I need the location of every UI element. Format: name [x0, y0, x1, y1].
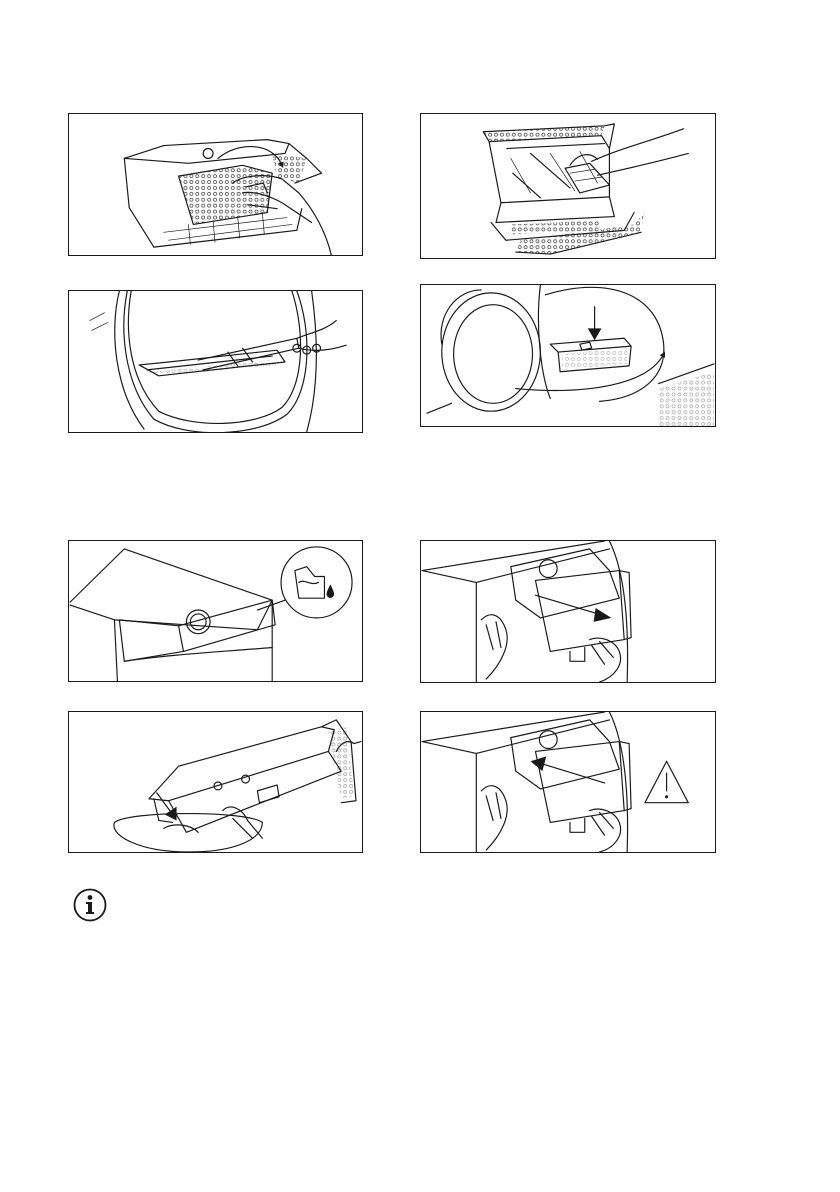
- figure-water-container-push-in: [420, 711, 716, 853]
- info-icon: [73, 888, 107, 922]
- figure-water-container-indicator: [68, 540, 363, 682]
- figure-filter-reinsert-close-door: [420, 284, 716, 427]
- water-container-icon: [295, 567, 325, 599]
- warning-icon: [645, 761, 688, 802]
- figure-water-container-pull-out: [420, 540, 716, 683]
- figure-door-seal-vacuum: [68, 290, 363, 433]
- figure-filter-compartment-clean: [420, 113, 716, 259]
- figure-filter-pull-out: [68, 113, 363, 256]
- figure-water-container-empty: [68, 711, 363, 853]
